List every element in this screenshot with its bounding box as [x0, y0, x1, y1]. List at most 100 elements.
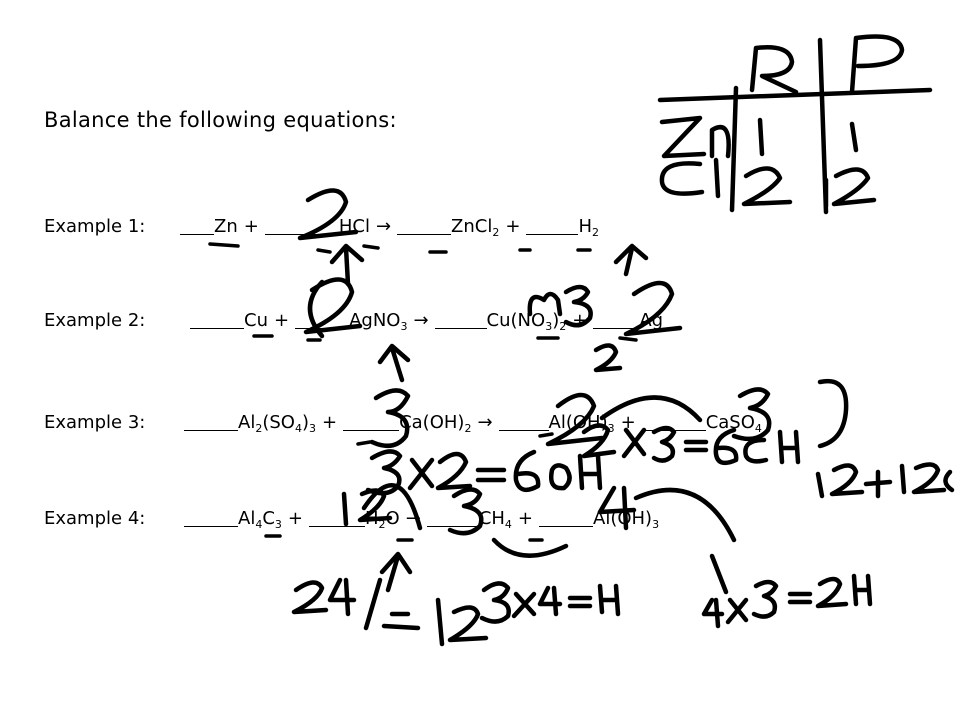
formula-text: Al — [238, 508, 256, 529]
formula-text: Zn — [214, 216, 238, 237]
formula-subscript: 4 — [754, 422, 762, 435]
plus-sign: + — [620, 412, 636, 433]
coefficient-blank[interactable] — [190, 310, 244, 329]
coefficient-blank[interactable] — [309, 508, 365, 527]
chemical-formula: HCl — [339, 216, 370, 237]
chemical-formula: ZnCl2 — [451, 216, 500, 239]
ink-r — [749, 45, 799, 95]
formula-subscript: 2 — [492, 226, 500, 239]
coefficient-blank[interactable] — [641, 412, 706, 431]
ex4-twenty-four — [291, 577, 489, 647]
example-2-line: Example 2:Cu+AgNO3→Cu(NO3)2+Ag — [44, 310, 663, 333]
ex1-arrow-1 — [329, 243, 365, 287]
formula-subscript: 4 — [294, 422, 302, 435]
formula-subscript: 2 — [559, 320, 567, 333]
ex4-three-x-four — [479, 581, 621, 624]
formula-text: Ca(OH) — [399, 412, 465, 433]
chemical-formula: Ag — [639, 310, 663, 331]
coefficient-blank[interactable] — [526, 216, 579, 235]
ex1-marks — [208, 242, 592, 254]
handwritten-table — [657, 34, 933, 215]
ex3-twelve-plus-twelve — [815, 462, 955, 499]
chemical-formula: AgNO3 — [349, 310, 407, 333]
chemical-formula: Al4C3 — [238, 508, 282, 531]
coefficient-blank[interactable] — [184, 412, 238, 431]
coefficient-blank[interactable] — [264, 216, 339, 235]
formula-text: CH — [478, 508, 505, 529]
plus-sign: + — [505, 216, 521, 237]
example-label: Example 1: — [44, 216, 146, 237]
formula-text: C — [262, 508, 275, 529]
ex2-small-two — [593, 343, 623, 373]
ink-zn — [659, 115, 731, 159]
coefficient-blank[interactable] — [397, 216, 452, 235]
coefficient-blank[interactable] — [539, 508, 594, 527]
formula-text: AgNO — [349, 310, 401, 331]
coefficient-blank[interactable] — [343, 412, 400, 431]
coefficient-blank[interactable] — [593, 310, 640, 329]
chemical-formula: Al(OH)3 — [593, 508, 659, 531]
chemical-formula: H2 — [578, 216, 599, 239]
ex2-marks — [252, 334, 638, 342]
ex3-three-x-two — [365, 449, 603, 496]
ex4-arrow-left — [379, 551, 413, 593]
formula-text: Ag — [639, 310, 664, 331]
reaction-arrow-icon: → — [375, 216, 392, 237]
example-label: Example 4: — [44, 508, 146, 529]
coefficient-blank[interactable] — [180, 216, 214, 235]
plus-sign: + — [273, 310, 290, 331]
worksheet-heading: Balance the following equations: — [44, 108, 397, 132]
example-3-line: Example 3:Al2(SO4)3+Ca(OH)2→Al(OH)3+CaSO… — [44, 412, 762, 435]
chemical-formula: Zn — [214, 216, 238, 237]
formula-text: CaSO — [705, 412, 755, 433]
ink-divider-horizontal — [657, 87, 933, 103]
example-1-line: Example 1:Zn+HCl→ZnCl2+H2 — [44, 216, 599, 239]
formula-subscript: 3 — [545, 320, 553, 333]
ex4-arrow-right — [709, 553, 729, 595]
coefficient-blank[interactable] — [498, 412, 549, 431]
formula-text: O — [385, 508, 400, 529]
plus-sign: + — [287, 508, 303, 529]
formula-text: ) — [552, 310, 560, 331]
ex4-arc-mid — [491, 537, 569, 558]
coefficient-blank[interactable] — [434, 310, 487, 329]
formula-text: Cu(NO — [486, 310, 546, 331]
coefficient-blank[interactable] — [426, 508, 479, 527]
chemical-formula: Cu(NO3)2 — [486, 310, 567, 333]
ex2-arrow — [377, 343, 411, 383]
equation: Cu+AgNO3→Cu(NO3)2+Ag — [190, 310, 663, 333]
chemical-formula: Ca(OH)2 — [399, 412, 472, 435]
formula-subscript: 2 — [592, 226, 599, 239]
formula-subscript: 3 — [308, 422, 316, 435]
reaction-arrow-icon: → — [405, 508, 421, 529]
ex4-marks — [264, 534, 544, 542]
chemical-formula: Al2(SO4)3 — [238, 412, 316, 435]
formula-text: HCl — [338, 216, 370, 237]
formula-subscript: 3 — [607, 422, 615, 435]
formula-text: Al(OH) — [548, 412, 608, 433]
formula-subscript: 4 — [255, 518, 263, 531]
reaction-arrow-icon: → — [413, 310, 429, 331]
formula-subscript: 2 — [464, 422, 472, 435]
formula-text: ) — [301, 412, 309, 433]
formula-text: Al(OH) — [593, 508, 653, 529]
coefficient-blank[interactable] — [184, 508, 238, 527]
formula-text: ZnCl — [451, 216, 493, 237]
formula-text: Cu — [244, 310, 268, 331]
plus-sign: + — [243, 216, 259, 237]
example-label: Example 2: — [44, 310, 146, 331]
chemical-formula: CH4 — [478, 508, 512, 531]
ex3-ink — [356, 378, 955, 499]
example-4-line: Example 4:Al4C3+H2O→CH4+Al(OH)3 — [44, 508, 659, 531]
ex4-four-x-three — [701, 573, 873, 629]
formula-subscript: 2 — [255, 422, 263, 435]
ex3-paren-right — [817, 378, 849, 449]
chemical-formula: H2O — [365, 508, 400, 531]
formula-text: H — [365, 508, 379, 529]
coefficient-blank[interactable] — [295, 310, 350, 329]
equation: Zn+HCl→ZnCl2+H2 — [180, 216, 599, 239]
equation: Al2(SO4)3+Ca(OH)2→Al(OH)3+CaSO4 — [184, 412, 762, 435]
ex3-marks — [356, 432, 554, 446]
formula-text: H — [578, 216, 592, 237]
ink-cl — [659, 157, 721, 199]
